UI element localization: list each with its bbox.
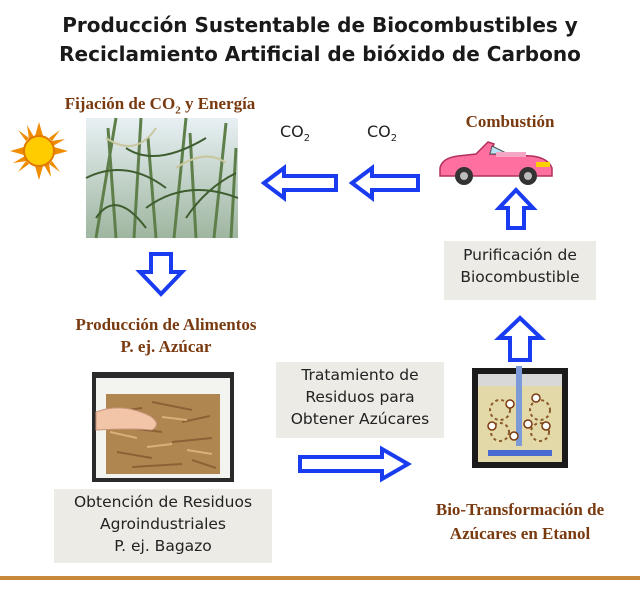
sun-icon bbox=[10, 122, 68, 180]
co2-label-right: CO2 bbox=[367, 122, 397, 144]
tratamiento-line-2: Residuos para bbox=[276, 386, 444, 408]
biotransformacion-line-1: Bio-Transformación de bbox=[400, 498, 640, 522]
arrow-up-from-reactor bbox=[496, 316, 544, 362]
arrow-up-to-car bbox=[496, 188, 536, 230]
obtencion-line-2: Agroindustriales bbox=[54, 513, 272, 535]
title-line-2: Reciclamiento Artificial de bióxido de C… bbox=[0, 41, 640, 67]
sugarcane-photo bbox=[86, 118, 238, 238]
car-icon bbox=[436, 138, 556, 188]
purificacion-line-1: Purificación de bbox=[444, 244, 596, 266]
produccion-line-1: Producción de Alimentos bbox=[30, 314, 302, 336]
biotransformacion-line-2: Azúcares en Etanol bbox=[400, 522, 640, 546]
arrow-right bbox=[298, 446, 410, 482]
bioreactor-icon bbox=[470, 366, 570, 470]
produccion-label: Producción de Alimentos P. ej. Azúcar bbox=[30, 314, 302, 358]
purificacion-box: Purificación de Biocombustible bbox=[444, 241, 596, 300]
obtencion-box: Obtención de Residuos Agroindustriales P… bbox=[54, 489, 272, 563]
tratamiento-line-3: Obtener Azúcares bbox=[276, 408, 444, 430]
arrow-down-left bbox=[137, 252, 185, 296]
tratamiento-box: Tratamiento de Residuos para Obtener Azú… bbox=[276, 362, 444, 438]
purificacion-line-2: Biocombustible bbox=[444, 266, 596, 288]
tratamiento-line-1: Tratamiento de bbox=[276, 364, 444, 386]
produccion-line-2: P. ej. Azúcar bbox=[30, 336, 302, 358]
bagasse-photo bbox=[92, 372, 234, 482]
fijacion-label: Fijación de CO2 y Energía bbox=[30, 94, 290, 116]
obtencion-line-3: P. ej. Bagazo bbox=[54, 535, 272, 557]
obtencion-line-1: Obtención de Residuos bbox=[54, 491, 272, 513]
bottom-rule bbox=[0, 576, 640, 580]
co2-label-left: CO2 bbox=[280, 122, 310, 144]
title-line-1: Producción Sustentable de Biocombustible… bbox=[0, 12, 640, 38]
arrow-left-2 bbox=[350, 165, 420, 201]
combustion-label: Combustión bbox=[440, 112, 580, 132]
arrow-left-1 bbox=[262, 165, 338, 201]
biotransformacion-label: Bio-Transformación de Azúcares en Etanol bbox=[400, 498, 640, 546]
